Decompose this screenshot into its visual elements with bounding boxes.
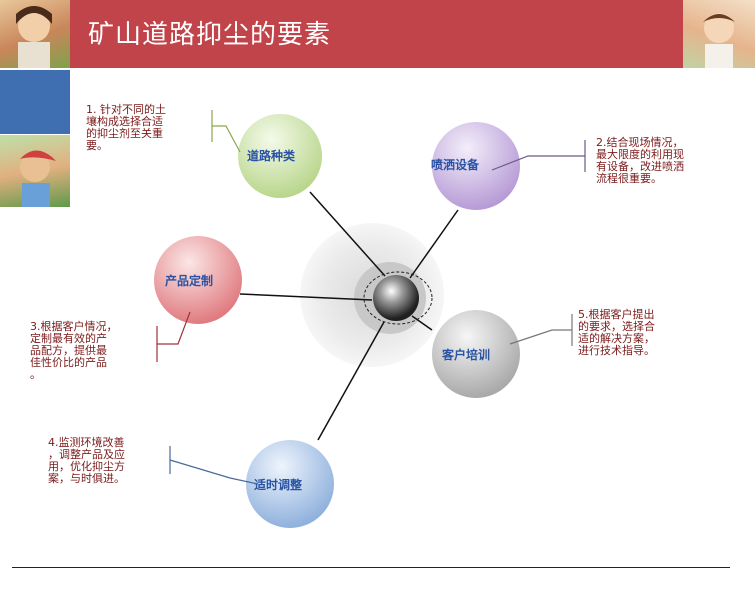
node-road-sphere (238, 114, 322, 198)
node-spray-sphere (432, 122, 520, 210)
connector-lines (239, 191, 459, 441)
page-title: 矿山道路抑尘的要素 (88, 20, 332, 50)
node-road-label: 道路种类 (247, 148, 296, 163)
side-color-block (0, 70, 70, 134)
note-1: 1. 针对不同的土 壤构成选择合适 的抑尘剂至关重 要。 (86, 104, 166, 152)
callout-product (156, 311, 191, 362)
bottom-divider (12, 567, 730, 568)
boy-portrait-icon (20, 150, 56, 207)
note-3: 3.根据客户情况， 定制最有效的产 品配方，提供最 佳性价比的产品 。 (30, 321, 118, 381)
note-4-line: ，调整产品及应 (48, 448, 125, 461)
note-1-line: 要。 (86, 139, 108, 152)
node-training-sphere (432, 310, 520, 398)
callout-road (211, 110, 241, 153)
connector-spray (409, 209, 459, 279)
note-4: 4.监测环境改善 ，调整产品及应 用，优化抑尘方 案，与时俱进。 (48, 437, 125, 485)
connector-training (411, 315, 433, 331)
child-portrait-icon (703, 13, 735, 68)
note-1-line: 壤构成选择合适 (86, 115, 163, 128)
photo-child-top-right (683, 0, 755, 68)
connector-adjust (317, 321, 385, 441)
note-1-line: 的抑尘剂至关重 (86, 127, 163, 140)
connector-product (239, 293, 373, 301)
connector-road (309, 191, 386, 277)
center-orbit (363, 271, 433, 325)
node-adjust-label: 适时调整 (254, 477, 302, 492)
center-sphere (373, 275, 419, 321)
note-2-line: 流程很重要。 (596, 172, 662, 185)
note-3-line: 佳性价比的产品 (30, 356, 107, 369)
note-5-line: 的要求，选择合 (578, 320, 655, 333)
note-2-line: 2.结合现场情况， (596, 136, 684, 149)
note-4-line: 4.监测环境改善 (48, 436, 125, 449)
note-4-line: 案，与时俱进。 (48, 472, 125, 485)
girl-portrait-icon (16, 6, 52, 68)
callout-training (509, 314, 573, 346)
note-3-line: 3.根据客户情况， (30, 320, 118, 333)
note-3-line: 品配方，提供最 (30, 344, 107, 357)
photo-girl-top-left (0, 0, 70, 68)
note-5-line: 适的解决方案， (578, 332, 655, 345)
callout-adjust (169, 446, 259, 485)
node-product-label: 产品定制 (165, 273, 213, 288)
note-5-line: 进行技术指导。 (578, 344, 655, 357)
node-product-sphere (154, 236, 242, 324)
node-training-label: 客户培训 (441, 347, 490, 362)
note-2: 2.结合现场情况， 最大限度的利用现 有设备，改进喷洒 流程很重要。 (596, 137, 684, 185)
node-adjust-sphere (246, 440, 334, 528)
callout-brackets (156, 110, 586, 485)
header-bar (70, 0, 683, 68)
note-2-line: 有设备，改进喷洒 (596, 160, 684, 173)
note-5-line: 5.根据客户提出 (578, 308, 655, 321)
note-1-line: 1. 针对不同的土 (86, 103, 166, 116)
callout-spray (491, 140, 586, 172)
note-2-line: 最大限度的利用现 (596, 148, 684, 161)
note-4-line: 用，优化抑尘方 (48, 460, 125, 473)
note-3-line: 。 (30, 368, 41, 381)
node-spray-label: 喷洒设备 (431, 157, 480, 172)
photo-boy-left (0, 135, 70, 207)
note-5: 5.根据客户提出 的要求，选择合 适的解决方案， 进行技术指导。 (578, 309, 655, 357)
note-3-line: 定制最有效的产 (30, 332, 107, 345)
